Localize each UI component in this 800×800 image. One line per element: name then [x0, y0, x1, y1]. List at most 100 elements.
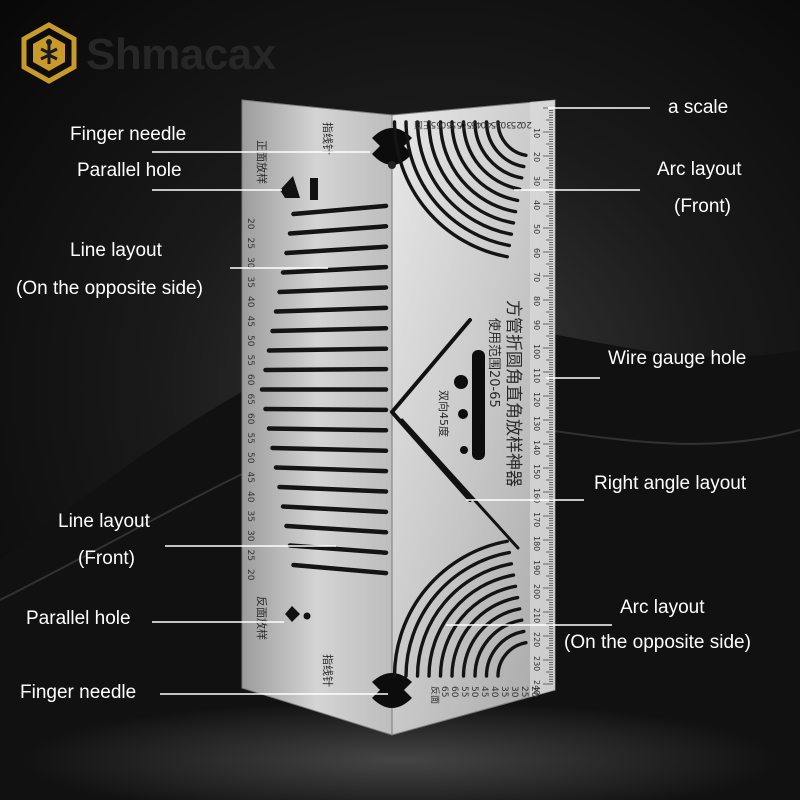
scale-label: 130 [532, 416, 541, 431]
line-slot [277, 285, 389, 295]
scale-label: 210 [532, 608, 541, 623]
arc-slot-opposite [438, 584, 518, 678]
callout-finger-needle-top: Finger needle [70, 124, 187, 145]
callout-right-angle-layout: Right angle layout [594, 473, 747, 494]
callout-arc-layout-front-note: (Front) [674, 196, 731, 217]
arc-slot-front [415, 120, 514, 236]
arc-front-label: 55 [451, 119, 462, 129]
arc-slot-opposite [461, 607, 522, 678]
scale-label: 50 [532, 224, 541, 234]
arc-slot-front [427, 120, 516, 225]
tool-top-left-text: 指线针 [321, 122, 335, 155]
arc-slot-opposite [415, 562, 514, 678]
arc-slot-opposite [484, 629, 526, 678]
parallel-hole-bottom [285, 606, 300, 622]
scale-label: 70 [532, 272, 541, 282]
arc-slot-front [450, 120, 520, 203]
finger-needle-top-hole [372, 128, 412, 165]
arc-slot-front [461, 120, 522, 191]
scale-label: 220 [532, 632, 541, 647]
finger-needle-bottom-hole [372, 673, 412, 708]
callout-line-layout-front-note: (Front) [78, 548, 135, 569]
arc-slot-front [496, 120, 528, 158]
right-angle-v-long [400, 418, 520, 550]
scale-label: 140 [532, 440, 541, 455]
wire-gauge-hole-medium [458, 409, 468, 419]
line-slot [277, 484, 389, 494]
arc-front-label: 50 [460, 119, 472, 129]
wire-gauge-hole-small [460, 446, 468, 454]
line-slot [273, 305, 389, 314]
callout-finger-needle-bottom: Finger needle [20, 682, 137, 703]
line-slot-label: 25 [245, 550, 255, 561]
line-slot [266, 426, 389, 433]
tool-title-vertical: 方管折圆角直角放样神器 [503, 300, 523, 487]
line-slot-label: 60 [245, 374, 255, 386]
arc-front-label: 正面 [414, 119, 432, 130]
arc-front-label: 35 [491, 119, 502, 129]
callout-wire-gauge-hole: Wire gauge hole [608, 348, 747, 369]
line-slot-label: 30 [245, 530, 255, 542]
arc-opposite-label: 55 [459, 686, 469, 697]
tool-bottom-left-text: 指线针 [321, 654, 335, 687]
parallel-hole-top [280, 176, 300, 198]
arc-opposite-label: 25 [519, 686, 529, 697]
scale-label: 120 [532, 392, 541, 407]
arc-slot-opposite [427, 573, 516, 678]
scale-label: 80 [532, 296, 541, 306]
scale-label: 60 [532, 248, 541, 258]
line-slot-label: 20 [245, 218, 255, 230]
arc-slot-opposite [496, 640, 528, 678]
scale-label: 10 [532, 128, 541, 138]
finger-needle-top-slot [388, 161, 396, 169]
tool-range-text: 使用范围20-65 [486, 318, 502, 408]
line-slot [263, 406, 389, 413]
line-slot [270, 326, 389, 334]
line-slot-label: 65 [245, 394, 255, 405]
line-slot [291, 203, 389, 217]
arc-opposite-label: 65 [439, 686, 449, 697]
line-slot-label: 55 [245, 433, 255, 444]
line-slot [263, 366, 389, 373]
line-slot [287, 224, 389, 236]
arc-opposite-label: 20 [529, 686, 539, 698]
line-slot [266, 346, 389, 353]
scale-ticks: 1020304050607080901001101201301401501601… [532, 107, 553, 695]
arc-opposite-label: 45 [479, 686, 489, 697]
arc-front-label: 20 [520, 119, 532, 129]
arc-front-label: 25 [511, 119, 522, 129]
line-slot [284, 244, 389, 256]
line-slot-label: 25 [245, 238, 255, 249]
line-slot-label: 45 [245, 316, 255, 327]
arc-opposite-label: 50 [469, 686, 479, 698]
arc-opposite-label: 30 [509, 686, 519, 698]
line-slot-label: 30 [245, 257, 255, 269]
callout-arc-layout-opposite: Arc layout [620, 597, 705, 618]
wire-gauge-slot [472, 350, 485, 460]
scale-label: 100 [532, 344, 541, 359]
line-slot [273, 465, 389, 474]
arc-front-label: 45 [471, 119, 482, 129]
tool-bottom-side-text: 反面放样 [255, 596, 269, 640]
arc-slot-opposite [392, 539, 509, 678]
arc-slot-front [484, 120, 526, 169]
scale-label: 230 [532, 656, 541, 671]
scale-label: 150 [532, 464, 541, 479]
scale-label: 30 [532, 176, 541, 186]
scale-label: 160 [532, 488, 541, 503]
scale-strip [530, 100, 555, 697]
scale-label: 110 [532, 368, 541, 383]
arc-opposite-label: 40 [489, 686, 499, 698]
arc-front-label: 30 [500, 119, 512, 129]
arc-slot-front [438, 120, 518, 214]
line-slot [280, 264, 389, 275]
scale-label: 40 [532, 200, 541, 210]
arc-slot-front [473, 120, 524, 180]
line-slot [284, 523, 389, 535]
arc-opposite-label: 60 [449, 686, 459, 698]
line-slot-label: 45 [245, 472, 255, 483]
